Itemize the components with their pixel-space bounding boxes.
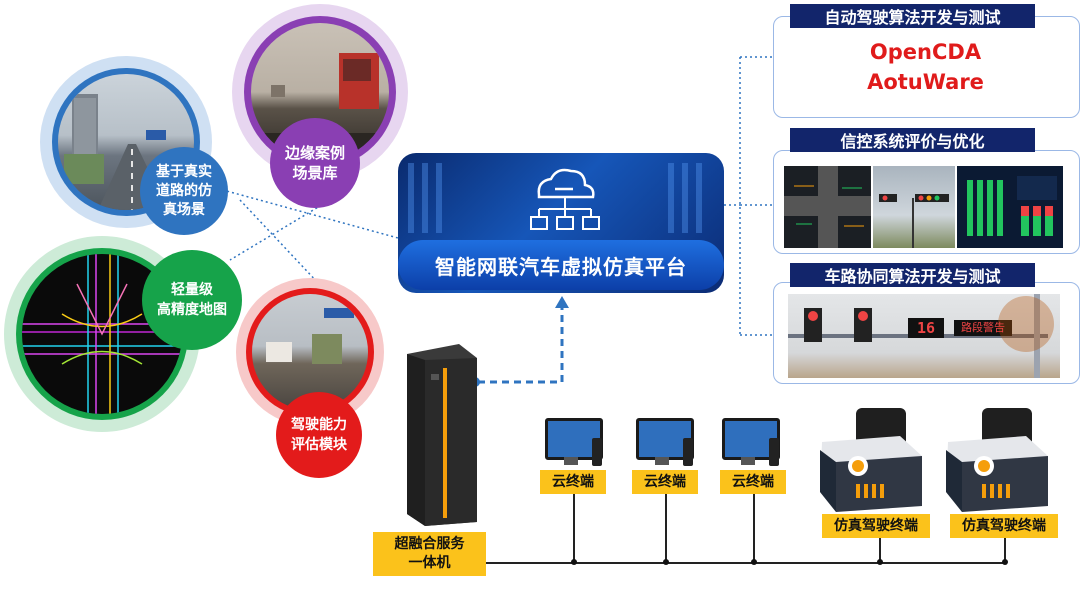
- junction-dot: [877, 559, 883, 565]
- driving-simulator-icon: [942, 406, 1054, 514]
- driving-eval-badge: 驾驶能力 评估模块: [276, 392, 362, 478]
- monitor-stand: [741, 457, 755, 465]
- junction-dot: [571, 559, 577, 565]
- opencda-text: OpenCDA: [869, 40, 982, 64]
- signal-dashboard-image: [957, 166, 1063, 248]
- monitor-stand: [655, 457, 669, 465]
- autodrive-panel: [773, 16, 1080, 118]
- v2x-photo: 16 路段警告: [788, 294, 1060, 378]
- desktop-tower: [683, 438, 693, 466]
- sim-terminal-label: 仿真驾驶终端: [950, 514, 1058, 538]
- cloud-network-icon: [530, 168, 600, 230]
- desktop-tower: [592, 438, 602, 466]
- junction-dot: [751, 559, 757, 565]
- autodrive-title: 自动驾驶算法开发与测试: [790, 4, 1035, 28]
- cloud3-drop: [753, 494, 755, 562]
- server-label: 超融合服务 一体机: [373, 532, 486, 576]
- cloud2-drop: [665, 494, 667, 562]
- cloud-terminal-label: 云终端: [632, 470, 698, 494]
- cloud1-drop: [573, 494, 575, 562]
- server-rack-icon: [399, 344, 479, 526]
- driving-simulator-icon: [816, 406, 928, 514]
- sim1-drop: [879, 538, 881, 562]
- bus-line: [486, 562, 1006, 564]
- cloud-terminal-label: 云终端: [540, 470, 606, 494]
- cloud-terminal-label: 云终端: [720, 470, 786, 494]
- v2x-sign-text: 路段警告: [961, 321, 1005, 334]
- hd-map-badge: 轻量级 高精度地图: [142, 250, 242, 350]
- platform-label: 智能网联汽车虚拟仿真平台: [398, 240, 724, 290]
- signal-intersection-image: [784, 166, 871, 248]
- signal-lights-image: [873, 166, 955, 248]
- autoware-text: AotuWare: [867, 70, 984, 94]
- signal-title: 信控系统评价与优化: [790, 128, 1035, 152]
- real-road-badge: 基于真实 道路的仿 真场景: [140, 147, 228, 235]
- edge-case-badge: 边缘案例 场景库: [270, 118, 360, 208]
- v2x-title: 车路协同算法开发与测试: [790, 263, 1035, 287]
- monitor-stand: [564, 457, 578, 465]
- sim2-drop: [1004, 538, 1006, 562]
- junction-dot: [1002, 559, 1008, 565]
- desktop-tower: [769, 438, 779, 466]
- junction-dot: [663, 559, 669, 565]
- v2x-sign-number: 16: [916, 319, 936, 337]
- sim-terminal-label: 仿真驾驶终端: [822, 514, 930, 538]
- driving-eval-photo: [252, 294, 368, 410]
